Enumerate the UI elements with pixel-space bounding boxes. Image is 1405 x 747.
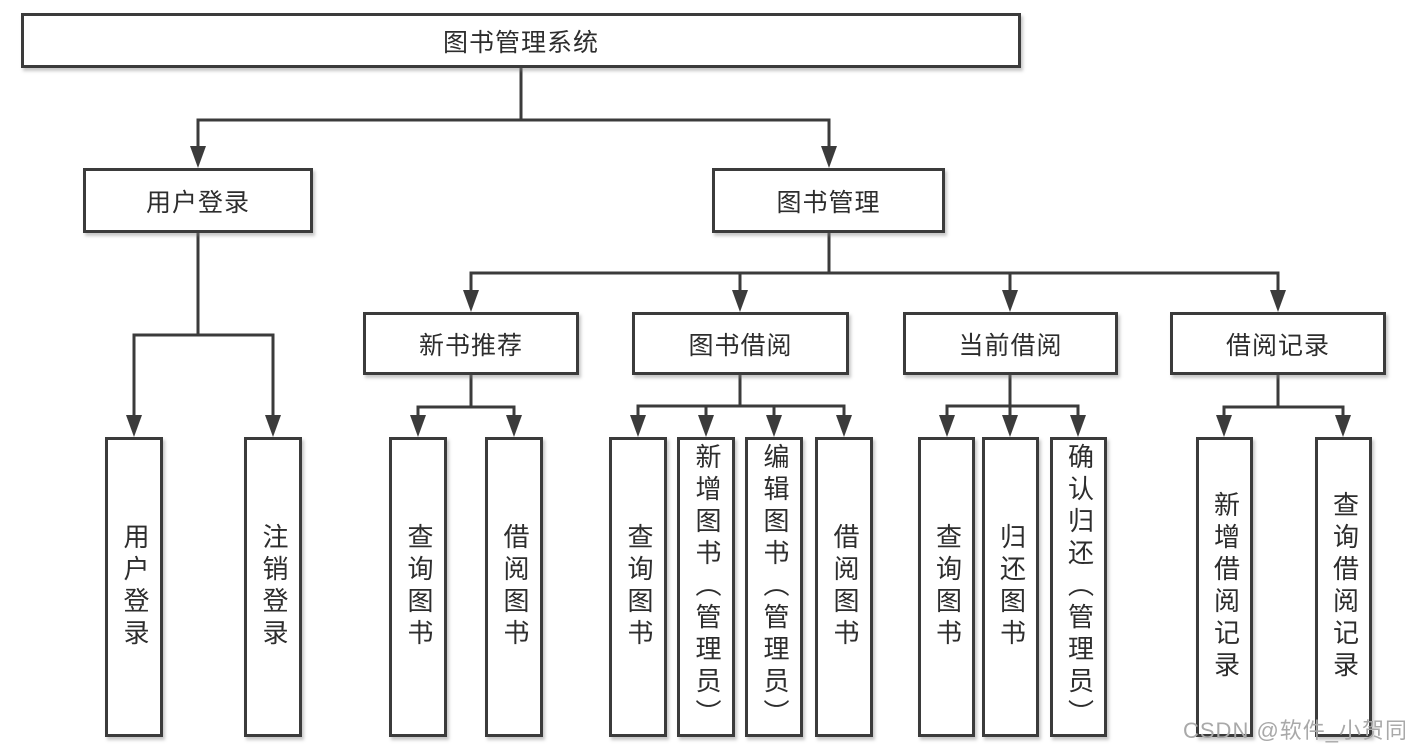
arrowhead: [732, 290, 748, 312]
arrowhead: [1002, 290, 1018, 312]
node-label: 借阅图书: [499, 523, 530, 651]
node-label: 当前借阅: [958, 331, 1063, 360]
node-label: 确认归还（管理员）: [1064, 443, 1095, 731]
connector-newbook-split: [416, 405, 516, 417]
node-label: 用户登录: [119, 523, 150, 651]
arrowhead: [939, 415, 955, 437]
node-label: 新增图书（管理员）: [691, 443, 722, 731]
arrowhead: [463, 290, 479, 312]
connector-root-split: [196, 118, 831, 148]
leaf-logout: 注销登录: [244, 437, 302, 737]
node-label: 查询图书: [403, 523, 434, 651]
node-label: 查询图书: [623, 523, 654, 651]
leaf-borrow-books-recommend: 借阅图书: [485, 437, 543, 737]
node-label: 查询借阅记录: [1329, 491, 1360, 683]
node-label: 编辑图书（管理员）: [759, 443, 790, 731]
arrowhead: [1270, 290, 1286, 312]
arrowhead: [265, 415, 281, 437]
leaf-edit-book-admin: 编辑图书（管理员）: [745, 437, 803, 737]
arrowhead: [698, 415, 714, 437]
node-label: 新增借阅记录: [1210, 491, 1241, 683]
arrowhead: [190, 146, 206, 168]
connector-login-split: [132, 333, 275, 417]
node-label: 图书借阅: [688, 331, 793, 360]
node-label: 注销登录: [258, 523, 289, 651]
leaf-add-book-admin: 新增图书（管理员）: [677, 437, 735, 737]
leaf-return-book: 归还图书: [982, 437, 1039, 737]
arrowhead: [630, 415, 646, 437]
node-label: 借阅记录: [1225, 331, 1330, 360]
leaf-query-borrow-record: 查询借阅记录: [1315, 437, 1372, 737]
leaf-query-books-current: 查询图书: [918, 437, 975, 737]
node-label: 用户登录: [145, 188, 250, 217]
arrowhead: [836, 415, 852, 437]
connector-mgmt-split: [469, 271, 1280, 292]
node-borrow-records: 借阅记录: [1170, 312, 1386, 375]
arrowhead: [821, 146, 837, 168]
connector-records-split: [1222, 405, 1345, 417]
arrowhead: [1216, 415, 1232, 437]
node-label: 归还图书: [996, 523, 1027, 651]
arrowhead: [506, 415, 522, 437]
connector-current-split: [945, 404, 1080, 417]
leaf-query-books-recommend: 查询图书: [389, 437, 447, 737]
node-label: 图书管理系统: [442, 28, 599, 57]
arrowhead: [126, 415, 142, 437]
arrowhead: [1335, 415, 1351, 437]
leaf-add-borrow-record: 新增借阅记录: [1196, 437, 1253, 737]
node-library-management-system: 图书管理系统: [21, 13, 1021, 68]
node-user-login: 用户登录: [83, 168, 313, 233]
leaf-confirm-return-admin: 确认归还（管理员）: [1050, 437, 1107, 737]
arrowhead: [1070, 415, 1086, 437]
node-new-book-recommend: 新书推荐: [363, 312, 579, 375]
arrowheads: [126, 146, 1351, 437]
node-label: 图书管理: [776, 188, 881, 217]
node-book-management: 图书管理: [712, 168, 945, 233]
arrowhead: [766, 415, 782, 437]
arrowhead: [410, 415, 426, 437]
connector-borrow-split: [636, 404, 846, 417]
node-label: 借阅图书: [829, 523, 860, 651]
node-current-borrow: 当前借阅: [903, 312, 1118, 375]
node-book-borrow: 图书借阅: [632, 312, 849, 375]
leaf-borrow-books: 借阅图书: [815, 437, 873, 737]
leaf-user-login: 用户登录: [105, 437, 163, 737]
arrowhead: [1002, 415, 1018, 437]
node-label: 查询图书: [932, 523, 963, 651]
csdn-watermark: CSDN @软件_小贺同学: [1183, 718, 1405, 743]
node-label: 新书推荐: [418, 331, 523, 360]
leaf-query-books-borrow: 查询图书: [609, 437, 667, 737]
